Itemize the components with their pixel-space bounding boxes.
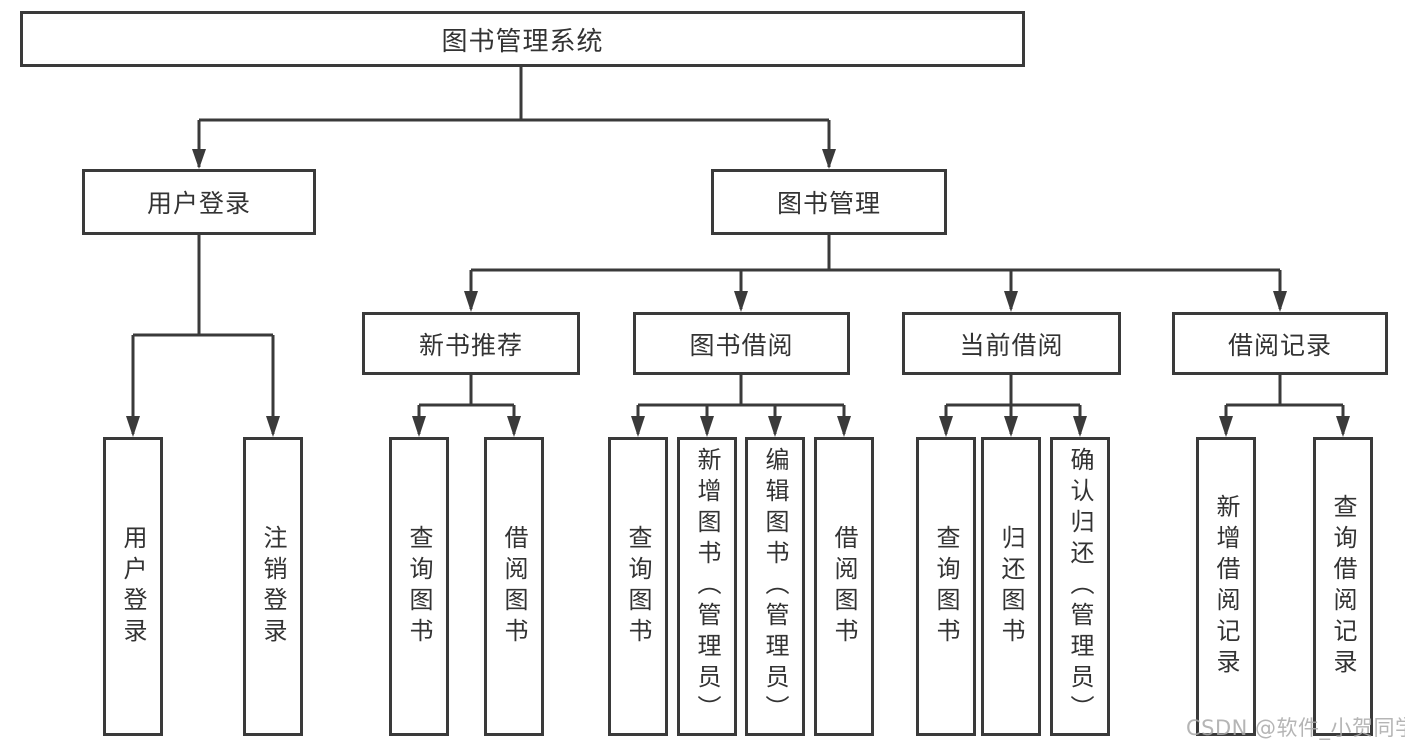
leaf-label: 归还图书 <box>997 524 1025 649</box>
leaf-query-books-recommend: 查询图书 <box>389 437 449 736</box>
node-library-management-system: 图书管理系统 <box>20 11 1025 67</box>
leaf-logout: 注销登录 <box>243 437 303 736</box>
leaf-label: 新增图书（管理员） <box>693 447 721 726</box>
leaf-label: 编辑图书（管理员） <box>761 447 789 726</box>
leaf-label: 注销登录 <box>259 524 287 649</box>
connector-path <box>131 67 1345 434</box>
leaf-label: 借阅图书 <box>830 524 858 649</box>
leaf-label: 查询借阅记录 <box>1329 493 1357 680</box>
leaf-label: 用户登录 <box>119 524 147 649</box>
leaf-add-borrow-record: 新增借阅记录 <box>1196 437 1256 736</box>
leaf-label: 借阅图书 <box>500 524 528 649</box>
node-current-borrowing: 当前借阅 <box>902 312 1121 375</box>
leaf-edit-books-admin: 编辑图书（管理员） <box>745 437 805 736</box>
leaf-query-books-current: 查询图书 <box>916 437 976 736</box>
arrowhead-icons <box>126 149 1350 437</box>
leaf-add-books-admin: 新增图书（管理员） <box>677 437 737 736</box>
csdn-watermark: CSDN @软件_小贺同学 <box>1186 716 1405 740</box>
node-book-management: 图书管理 <box>711 169 947 235</box>
leaf-confirm-return-admin: 确认归还（管理员） <box>1050 437 1110 736</box>
leaf-label: 确认归还（管理员） <box>1066 447 1094 726</box>
leaf-label: 查询图书 <box>624 524 652 649</box>
node-new-book-recommendation: 新书推荐 <box>362 312 580 375</box>
leaf-label: 查询图书 <box>932 524 960 649</box>
leaf-label: 查询图书 <box>405 524 433 649</box>
leaf-borrow-books-borrowing: 借阅图书 <box>814 437 874 736</box>
leaf-borrow-books-recommend: 借阅图书 <box>484 437 544 736</box>
leaf-query-borrow-record: 查询借阅记录 <box>1313 437 1373 736</box>
node-book-borrowing: 图书借阅 <box>633 312 850 375</box>
leaf-return-books: 归还图书 <box>981 437 1041 736</box>
leaf-query-books-borrowing: 查询图书 <box>608 437 668 736</box>
node-user-login: 用户登录 <box>82 169 316 235</box>
leaf-user-login: 用户登录 <box>103 437 163 736</box>
leaf-label: 新增借阅记录 <box>1212 493 1240 680</box>
node-borrowing-records: 借阅记录 <box>1172 312 1388 375</box>
